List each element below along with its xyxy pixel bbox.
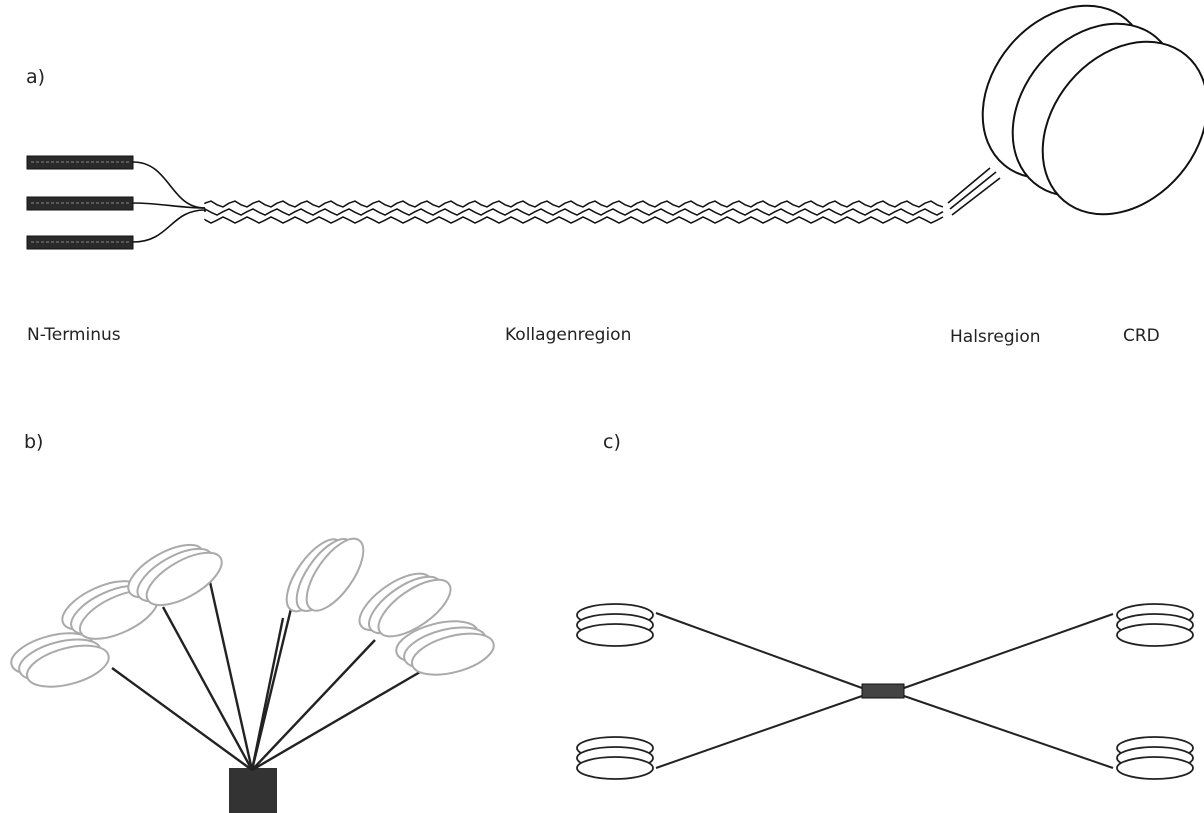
bouquet-stalk — [252, 588, 296, 770]
crd-lobes — [949, 0, 1204, 247]
collagen-region-label: Kollagenregion — [505, 325, 631, 345]
panel-b-bouquet — [7, 521, 498, 813]
n-terminus-connectors — [133, 162, 205, 242]
crd-head — [577, 604, 653, 646]
panel-a-label: a) — [26, 66, 45, 88]
panel-a-trimer — [27, 0, 1204, 249]
neck-region-label: Halsregion — [950, 327, 1041, 347]
bouquet-heads — [7, 521, 498, 698]
panel-c-label: c) — [603, 431, 621, 453]
neck-region — [948, 168, 1000, 215]
n-terminus-blocks — [27, 156, 133, 249]
bouquet-stalk — [210, 582, 252, 770]
bouquet-stalk — [112, 668, 252, 770]
bouquet-stalk — [252, 640, 375, 770]
bouquet-n-terminal-core — [229, 768, 277, 813]
crd-head — [1117, 604, 1193, 646]
crd-head — [577, 737, 653, 779]
panel-c-cruciform — [577, 604, 1193, 779]
bouquet-stalk — [163, 607, 252, 770]
panel-b-label: b) — [24, 431, 43, 453]
n-terminus-label: N-Terminus — [27, 325, 121, 345]
collagen-triple-helix — [205, 201, 943, 223]
cruciform-center-core — [862, 684, 904, 698]
crd-label: CRD — [1123, 326, 1160, 346]
crd-head — [1117, 737, 1193, 779]
bouquet-stalk — [252, 672, 420, 770]
